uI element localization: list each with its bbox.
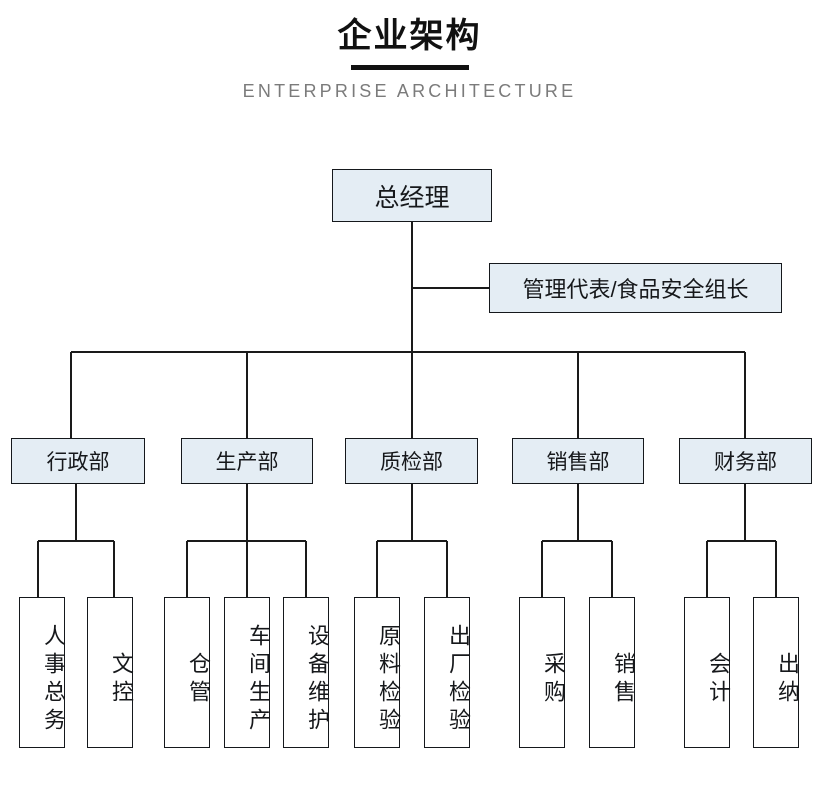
title-divider: [350, 65, 469, 70]
node-dept-quality[interactable]: 质检部: [345, 438, 478, 484]
chart-header: 企业架构 ENTERPRISE ARCHITECTURE: [0, 14, 819, 103]
node-leaf-purchasing[interactable]: 采购: [519, 597, 566, 748]
node-leaf-cashier[interactable]: 出纳: [753, 597, 800, 748]
page-title: 企业架构: [337, 17, 482, 55]
node-leaf-equipment-maintenance[interactable]: 设备维护: [283, 597, 330, 748]
node-leaf-workshop-production[interactable]: 车间生产: [224, 597, 271, 748]
node-leaf-document-control[interactable]: 文控: [87, 597, 134, 748]
node-staff[interactable]: 管理代表/食品安全组长: [489, 263, 782, 313]
node-dept-sales[interactable]: 销售部: [512, 438, 644, 484]
page-subtitle: ENTERPRISE ARCHITECTURE: [242, 81, 577, 101]
node-leaf-raw-material-inspection[interactable]: 原料检验: [354, 597, 401, 748]
node-leaf-accounting[interactable]: 会计: [684, 597, 731, 748]
node-leaf-hr-general-affairs[interactable]: 人事总务: [19, 597, 66, 748]
node-root[interactable]: 总经理: [332, 169, 492, 222]
node-leaf-outgoing-inspection[interactable]: 出厂检验: [424, 597, 471, 748]
node-dept-administration[interactable]: 行政部: [11, 438, 145, 484]
node-leaf-warehouse[interactable]: 仓管: [164, 597, 211, 748]
node-dept-production[interactable]: 生产部: [181, 438, 313, 484]
node-leaf-selling[interactable]: 销售: [589, 597, 636, 748]
node-dept-finance[interactable]: 财务部: [679, 438, 812, 484]
